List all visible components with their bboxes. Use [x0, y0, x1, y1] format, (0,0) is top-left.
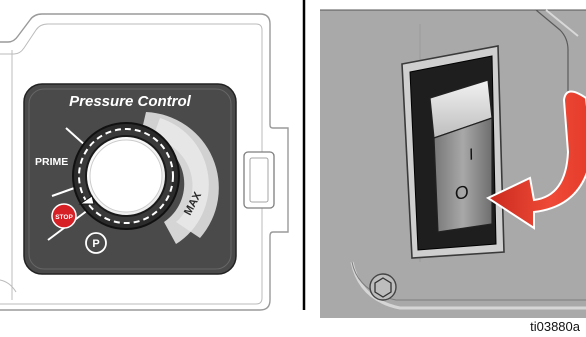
figure-id: ti03880a [528, 320, 582, 334]
panel-title: Pressure Control [69, 93, 192, 110]
power-switch-panel [320, 10, 586, 318]
stop-label: STOP [55, 214, 73, 221]
prime-label: PRIME [35, 156, 68, 168]
hex-screw-icon [370, 274, 396, 300]
p-label: P [92, 238, 99, 250]
